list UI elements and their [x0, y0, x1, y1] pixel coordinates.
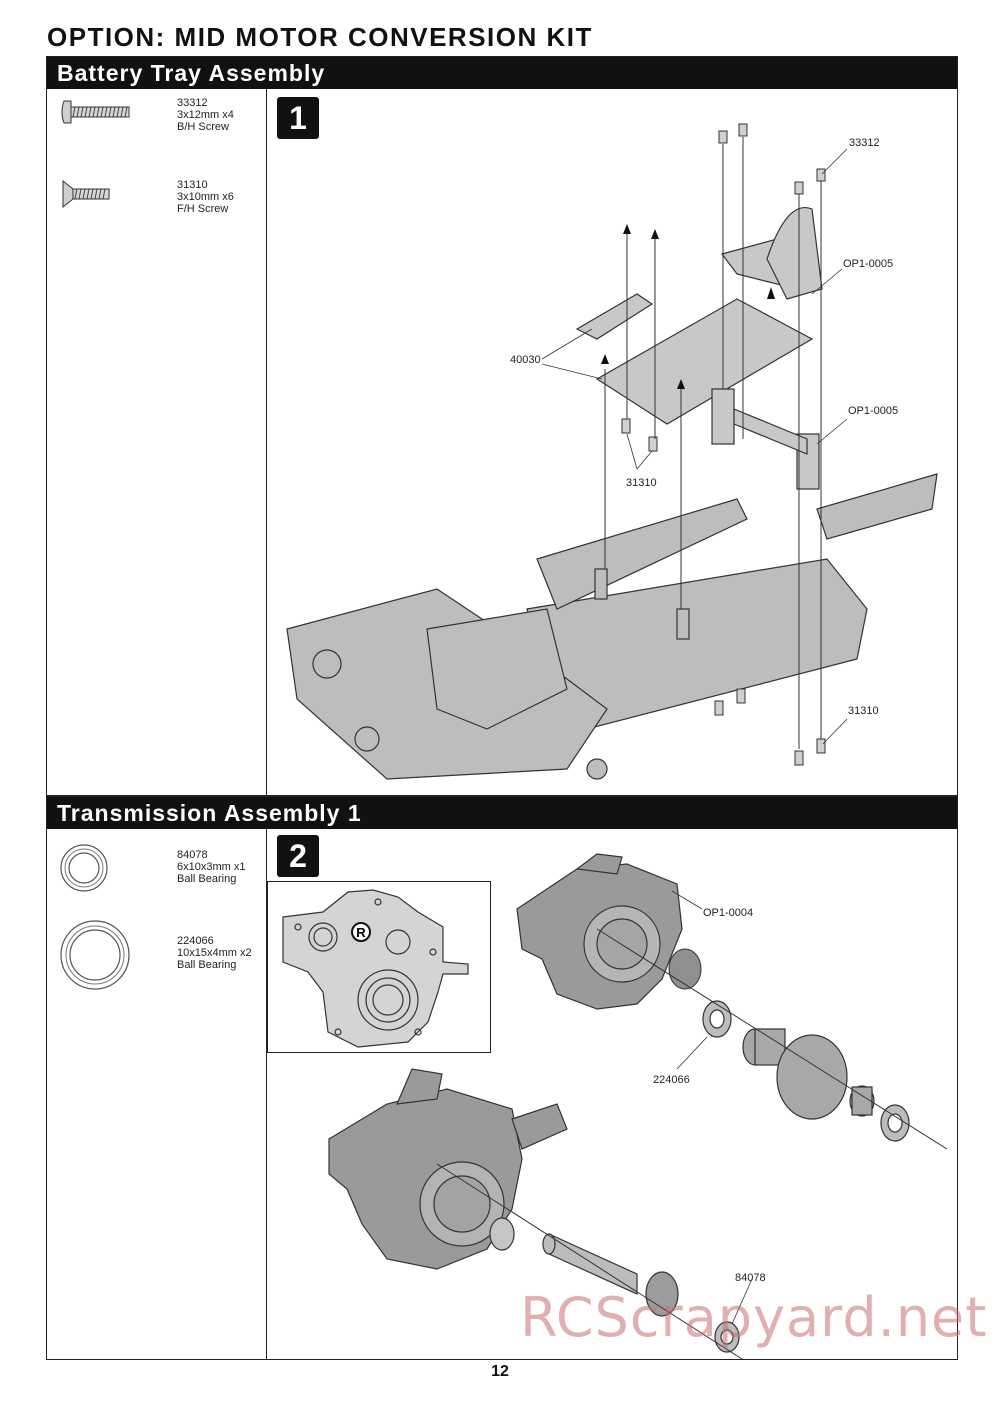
callout-label: OP1-0005 [843, 258, 894, 270]
battery-tray-illustration [575, 207, 823, 490]
callout-label: OP1-0005 [848, 405, 899, 417]
part-number: 31310 [177, 179, 208, 191]
gearbox-inset: R [267, 881, 491, 1053]
gearbox-case-lower [328, 1068, 568, 1270]
section-header: Transmission Assembly 1 [47, 797, 957, 829]
flat-head-screw-icon [62, 179, 110, 209]
gear-illustration [668, 948, 702, 990]
watermark: RCScrapyard.net [520, 1286, 988, 1349]
gearbox-case-illustration: R [282, 889, 469, 1048]
part-text: 33312 3x12mm x4 B/H Screw [177, 97, 234, 133]
transmission-exploded-view [328, 853, 948, 1359]
chassis-illustration [286, 473, 938, 780]
callout-label: 31310 [848, 705, 879, 717]
assembly-diagram: 1 [267, 89, 957, 795]
battery-tray-section: Battery Tray Assembly 33312 3x12mm x4 [46, 56, 958, 796]
battery-tray-exploded-view [286, 123, 938, 780]
gearbox-case-upper [516, 853, 683, 1010]
part-type: B/H Screw [177, 121, 229, 133]
part-size: 3x12mm x4 [177, 109, 234, 121]
part-number: 33312 [177, 97, 208, 109]
part-type: F/H Screw [177, 203, 229, 215]
part-number: 224066 [177, 935, 214, 947]
parts-list: 33312 3x12mm x4 B/H Screw 31310 3x10mm x… [47, 89, 267, 795]
assembly-diagram: 2 R [267, 829, 957, 1359]
bearing-illustrations [702, 1000, 910, 1353]
guide-lines [604, 137, 822, 749]
page-title: OPTION: MID MOTOR CONVERSION KIT [47, 22, 593, 52]
section-header: Battery Tray Assembly [47, 57, 957, 89]
part-type: Ball Bearing [177, 873, 237, 885]
part-type: Ball Bearing [177, 959, 237, 971]
part-text: 84078 6x10x3mm x1 Ball Bearing [177, 849, 245, 885]
inset-mark: R [356, 925, 366, 940]
leader-lines [541, 148, 848, 745]
leader-lines [671, 890, 753, 1325]
part-size: 6x10x3mm x1 [177, 861, 246, 873]
differential-illustration [742, 1028, 875, 1120]
ball-bearing-icon [60, 844, 108, 892]
step-badge: 2 [277, 835, 319, 877]
callout-label: 224066 [653, 1074, 690, 1086]
guide-lines [436, 928, 948, 1359]
button-head-screw-icon [61, 100, 130, 124]
transmission-section: Transmission Assembly 1 84078 6x10x3mm x… [46, 796, 958, 1360]
callout-label: 40030 [510, 354, 541, 366]
part-text: 31310 3x10mm x6 F/H Screw [177, 179, 234, 215]
callout-label: 33312 [849, 137, 880, 149]
part-text: 224066 10x15x4mm x2 Ball Bearing [177, 935, 252, 971]
callout-label: OP1-0004 [703, 907, 754, 919]
arrow-icons [601, 224, 775, 389]
step-badge: 1 [277, 97, 319, 139]
part-size: 10x15x4mm x2 [177, 947, 252, 959]
screw-illustrations [621, 123, 826, 766]
callout-label: 84078 [735, 1272, 766, 1284]
part-number: 84078 [177, 849, 208, 861]
page-number: 12 [491, 1363, 509, 1380]
callout-label: 31310 [626, 477, 657, 489]
ball-bearing-icon [60, 920, 130, 990]
parts-list: 84078 6x10x3mm x1 Ball Bearing 224066 10… [47, 829, 267, 1359]
part-size: 3x10mm x6 [177, 191, 234, 203]
